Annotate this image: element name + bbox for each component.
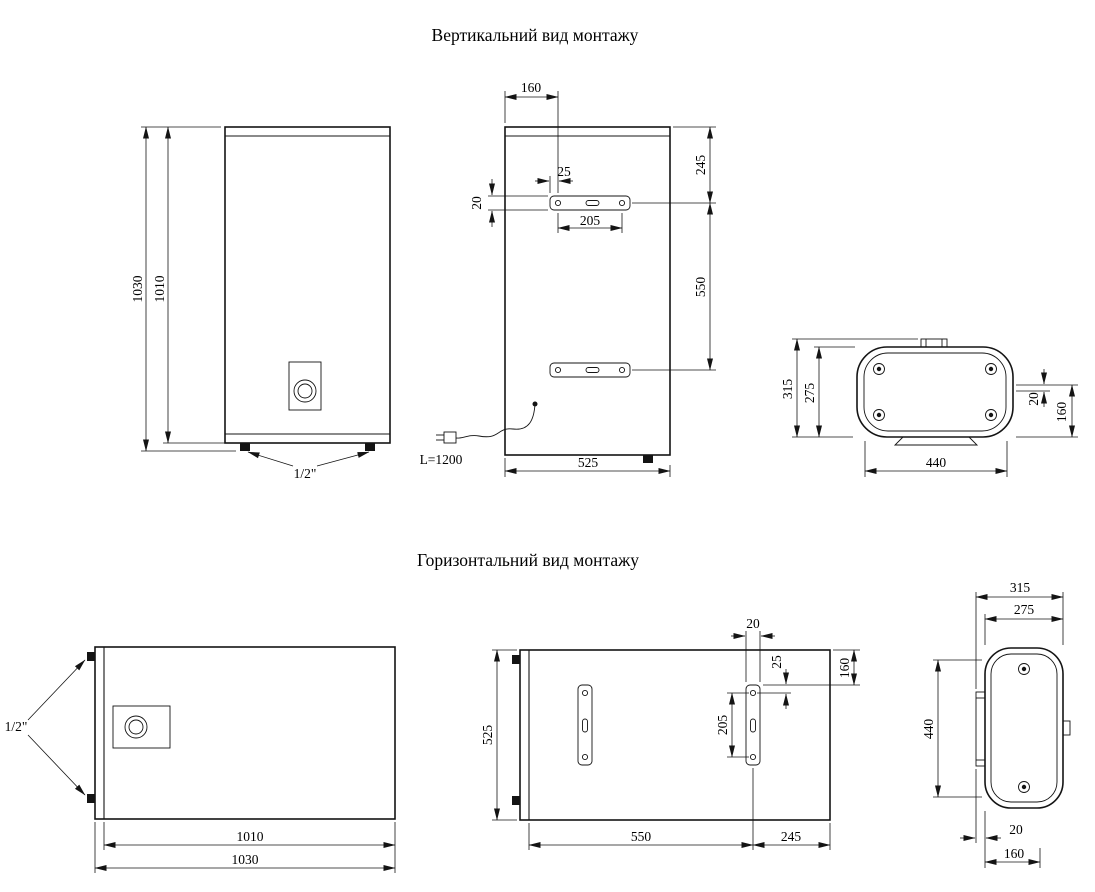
bracket-slot xyxy=(585,200,600,206)
dim-top-offset: 160 xyxy=(837,658,852,679)
horizontal-top-view: 315 275 440 20 160 xyxy=(921,580,1071,868)
bracket-hole xyxy=(581,689,589,697)
bracket-slot xyxy=(585,367,600,373)
side-tab xyxy=(1062,720,1071,736)
dimension-lines xyxy=(933,592,1064,868)
vertical-view-title: Вертикальний вид монтажу xyxy=(432,25,639,45)
dim-top-offset: 160 xyxy=(521,80,542,95)
control-knob xyxy=(124,715,148,739)
dim-height: 440 xyxy=(921,719,936,740)
dim-height-outer: 1030 xyxy=(130,275,145,302)
horizontal-front-view: 1/2" 1010 1030 xyxy=(5,646,396,873)
dim-bracket-width: 20 xyxy=(746,616,760,631)
dim-hole-edge: 25 xyxy=(557,164,571,179)
pipe-connection-right xyxy=(365,443,375,451)
dim-bracket-height: 20 xyxy=(469,196,484,210)
dim-hole-edge: 25 xyxy=(769,655,784,669)
control-panel xyxy=(112,705,171,749)
dim-offset-large: 160 xyxy=(1054,402,1069,423)
dim-span-right: 245 xyxy=(781,829,802,844)
heater-body-top-inner xyxy=(990,653,1058,803)
pipe-connection-bottom xyxy=(512,796,520,805)
horizontal-side-view: 20 25 160 205 525 550 245 xyxy=(480,616,860,850)
bracket-hole xyxy=(554,199,562,207)
dimension-lines xyxy=(488,91,716,477)
power-plug xyxy=(443,431,457,444)
stand-base xyxy=(893,436,979,446)
cable-length-label: L=1200 xyxy=(420,452,463,467)
dim-width-inner: 275 xyxy=(1014,602,1035,617)
heater-body-top xyxy=(856,346,1014,438)
dim-height-inner: 1010 xyxy=(152,275,167,302)
dimension-lines xyxy=(27,659,396,873)
pipe-connection-bottom xyxy=(87,794,95,803)
anchor-bolt xyxy=(873,409,885,421)
heater-body-top xyxy=(984,647,1064,809)
control-panel xyxy=(288,361,322,411)
vertical-top-view: 315 275 20 160 440 xyxy=(780,338,1078,477)
bracket-edge-side xyxy=(975,691,986,767)
connection-size-label: 1/2" xyxy=(5,719,28,734)
dim-length-inner: 1010 xyxy=(237,829,264,844)
dim-offset-small: 20 xyxy=(1009,822,1023,837)
anchor-bolt xyxy=(1018,781,1030,793)
bracket-hole xyxy=(618,199,626,207)
power-cable xyxy=(455,403,536,439)
foot xyxy=(643,455,653,463)
pipe-connection-left xyxy=(240,443,250,451)
mounting-bracket-right xyxy=(745,684,761,766)
dim-width-outer: 315 xyxy=(1010,580,1031,595)
dim-hole-spacing: 205 xyxy=(715,715,730,736)
dim-depth-inner: 275 xyxy=(802,383,817,404)
heater-body xyxy=(504,126,671,456)
anchor-bolt xyxy=(1018,663,1030,675)
bracket-edge-top xyxy=(920,338,948,348)
dim-depth: 525 xyxy=(480,725,495,746)
bracket-hole xyxy=(581,753,589,761)
pipe-connection-top xyxy=(512,655,520,664)
dim-top-to-bracket: 245 xyxy=(693,155,708,176)
connection-size-label: 1/2" xyxy=(294,466,317,481)
mounting-bracket-lower xyxy=(549,362,631,378)
heater-body-top-inner xyxy=(863,352,1007,432)
bracket-hole xyxy=(749,753,757,761)
bracket-slot xyxy=(750,718,756,733)
control-knob-inner xyxy=(128,719,144,735)
mounting-bracket-left xyxy=(577,684,593,766)
heater-body xyxy=(224,126,391,444)
heater-body xyxy=(519,649,831,821)
anchor-bolt xyxy=(873,363,885,375)
vertical-front-view: 1030 1010 1/2" xyxy=(130,126,391,481)
dim-hole-spacing: 205 xyxy=(580,213,601,228)
dim-width: 440 xyxy=(926,455,947,470)
control-knob xyxy=(293,379,317,403)
dim-bracket-gap: 550 xyxy=(693,277,708,298)
dim-length-outer: 1030 xyxy=(232,852,259,867)
dim-offset-large: 160 xyxy=(1004,846,1025,861)
vertical-side-view: 160 25 20 205 245 550 525 L=1200 xyxy=(420,80,716,477)
dimension-lines xyxy=(792,338,1078,477)
dim-offset-small: 20 xyxy=(1026,392,1041,406)
dimension-lines xyxy=(141,126,370,467)
anchor-bolt xyxy=(985,363,997,375)
dimension-lines xyxy=(492,631,860,850)
bracket-hole xyxy=(618,366,626,374)
horizontal-view-title: Горизонтальний вид монтажу xyxy=(417,550,639,570)
anchor-bolt xyxy=(985,409,997,421)
dim-width: 525 xyxy=(578,455,599,470)
bracket-hole xyxy=(554,366,562,374)
control-knob-inner xyxy=(297,383,313,399)
bracket-slot xyxy=(582,718,588,733)
dim-depth-outer: 315 xyxy=(780,379,795,400)
dim-span-left: 550 xyxy=(631,829,652,844)
heater-body xyxy=(94,646,396,820)
bracket-hole xyxy=(749,689,757,697)
mounting-bracket-upper xyxy=(549,195,631,211)
pipe-connection-top xyxy=(87,652,95,661)
